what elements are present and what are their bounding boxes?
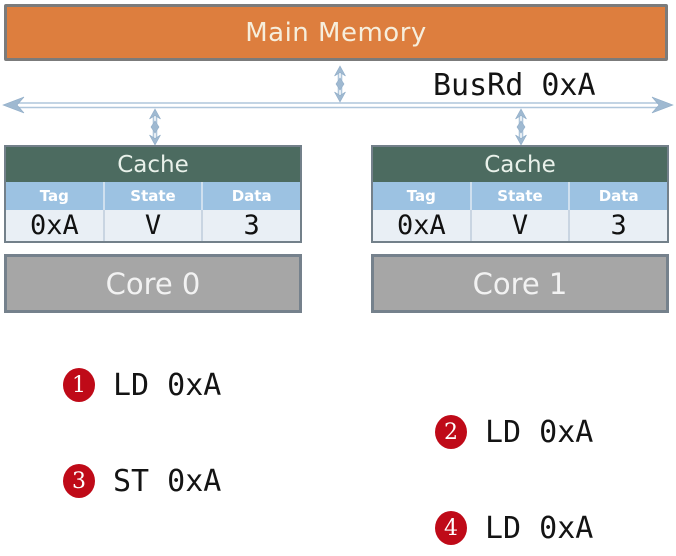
core1-label: Core 1 bbox=[472, 266, 568, 301]
step-3: 3 ST 0xA bbox=[63, 463, 222, 499]
column-header-state: State bbox=[472, 182, 571, 210]
step-3-op-label: ST 0xA bbox=[113, 463, 222, 499]
column-header-data: Data bbox=[231, 187, 272, 205]
cache-line-row: 0xA V 3 bbox=[6, 210, 300, 241]
bus-cache0-arrow bbox=[149, 108, 161, 146]
main-memory-box: Main Memory bbox=[4, 4, 668, 61]
state-value: V bbox=[105, 210, 204, 241]
cache-title: Cache bbox=[6, 147, 300, 182]
bus-line bbox=[2, 96, 674, 114]
step-2-op-label: LD 0xA bbox=[485, 414, 594, 450]
step-1-op-label: LD 0xA bbox=[113, 367, 222, 403]
cache-box-core1: Cache Tag State Data 0xA V 3 bbox=[371, 145, 669, 243]
data-value: 3 bbox=[243, 210, 260, 241]
state-value: V bbox=[472, 210, 571, 241]
cache-title: Cache bbox=[373, 147, 667, 182]
step-2: 2 LD 0xA bbox=[435, 414, 594, 450]
cache-box-core0: Cache Tag State Data 0xA V 3 bbox=[4, 145, 302, 243]
step-1-number-badge: 1 bbox=[63, 368, 95, 402]
bus-event-label: BusRd 0xA bbox=[433, 68, 596, 103]
core0-label: Core 0 bbox=[105, 266, 201, 301]
cache-column-headers: Tag State Data bbox=[6, 182, 300, 210]
cache-line-row: 0xA V 3 bbox=[373, 210, 667, 241]
tag-value: 0xA bbox=[6, 210, 105, 241]
step-4-number-badge: 4 bbox=[435, 511, 467, 545]
core1-box: Core 1 bbox=[371, 254, 669, 313]
bus-cache1-arrow bbox=[515, 108, 527, 146]
column-header-tag: Tag bbox=[6, 182, 105, 210]
step-3-number-badge: 3 bbox=[63, 464, 95, 498]
step-2-number-badge: 2 bbox=[435, 415, 467, 449]
memory-bus-arrow bbox=[334, 65, 346, 103]
bus-and-arrows bbox=[2, 65, 674, 146]
step-1: 1 LD 0xA bbox=[63, 367, 222, 403]
column-header-state: State bbox=[105, 182, 204, 210]
main-memory-label: Main Memory bbox=[245, 17, 427, 48]
step-4-op-label: LD 0xA bbox=[485, 510, 594, 546]
cache-column-headers: Tag State Data bbox=[373, 182, 667, 210]
step-4: 4 LD 0xA bbox=[435, 510, 594, 546]
column-header-data: Data bbox=[598, 187, 639, 205]
tag-value: 0xA bbox=[373, 210, 472, 241]
core0-box: Core 0 bbox=[4, 254, 302, 313]
data-value: 3 bbox=[610, 210, 627, 241]
column-header-tag: Tag bbox=[373, 182, 472, 210]
